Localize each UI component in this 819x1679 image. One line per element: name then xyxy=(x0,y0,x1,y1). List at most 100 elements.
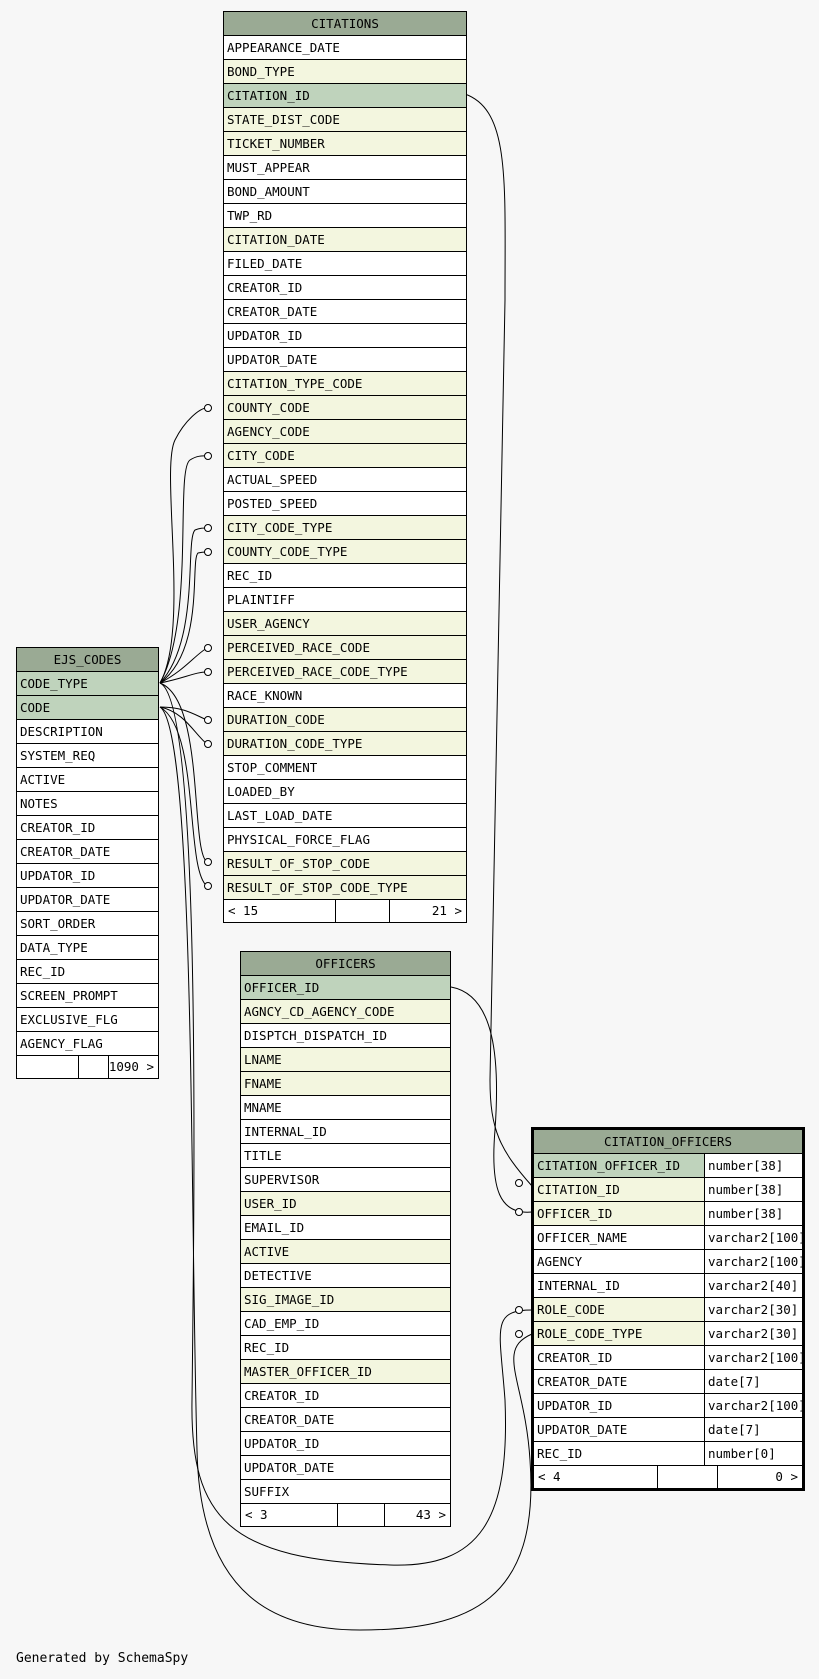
column-row[interactable]: TITLE xyxy=(241,1144,450,1168)
column-row[interactable]: PLAINTIFF xyxy=(224,588,466,612)
column-row[interactable]: UPDATOR_ID xyxy=(17,864,158,888)
column-row[interactable]: SYSTEM_REQ xyxy=(17,744,158,768)
column-row[interactable]: ACTIVE xyxy=(241,1240,450,1264)
column-row[interactable]: CITATION_ID xyxy=(224,84,466,108)
column-row[interactable]: CODE_TYPE xyxy=(17,672,158,696)
column-row[interactable]: AGNCY_CD_AGENCY_CODE xyxy=(241,1000,450,1024)
column-row[interactable]: DURATION_CODE xyxy=(224,708,466,732)
column-row[interactable]: REC_ID xyxy=(241,1336,450,1360)
column-row[interactable]: CREATOR_ID xyxy=(241,1384,450,1408)
column-row[interactable]: FILED_DATE xyxy=(224,252,466,276)
column-row[interactable]: DURATION_CODE_TYPE xyxy=(224,732,466,756)
column-row[interactable]: USER_ID xyxy=(241,1192,450,1216)
column-row[interactable]: TWP_RD xyxy=(224,204,466,228)
column-row[interactable]: POSTED_SPEED xyxy=(224,492,466,516)
column-row[interactable]: RESULT_OF_STOP_CODE_TYPE xyxy=(224,876,466,900)
footer-parents-count[interactable]: < 15 xyxy=(228,903,259,918)
column-row[interactable]: EXCLUSIVE_FLG xyxy=(17,1008,158,1032)
column-row[interactable]: PHYSICAL_FORCE_FLAG xyxy=(224,828,466,852)
column-row[interactable]: INTERNAL_ID xyxy=(241,1120,450,1144)
column-row[interactable]: SUPERVISOR xyxy=(241,1168,450,1192)
column-row[interactable]: BOND_TYPE xyxy=(224,60,466,84)
column-row[interactable]: SIG_IMAGE_ID xyxy=(241,1288,450,1312)
column-row[interactable]: UPDATOR_DATE xyxy=(17,888,158,912)
column-row[interactable]: REC_ID xyxy=(17,960,158,984)
column-row[interactable]: COUNTY_CODE_TYPE xyxy=(224,540,466,564)
column-row[interactable]: ACTIVE xyxy=(17,768,158,792)
column-row[interactable]: REC_ID xyxy=(224,564,466,588)
column-row[interactable]: APPEARANCE_DATE xyxy=(224,36,466,60)
column-row[interactable]: CREATOR_DATE xyxy=(241,1408,450,1432)
column-row[interactable]: STATE_DIST_CODE xyxy=(224,108,466,132)
column-row[interactable]: USER_AGENCY xyxy=(224,612,466,636)
column-row[interactable]: CODE xyxy=(17,696,158,720)
column-row[interactable]: SCREEN_PROMPT xyxy=(17,984,158,1008)
column-row[interactable]: NOTES xyxy=(17,792,158,816)
column-row[interactable]: CITATION_DATE xyxy=(224,228,466,252)
column-row[interactable]: CITATION_TYPE_CODE xyxy=(224,372,466,396)
column-row[interactable]: FNAME xyxy=(241,1072,450,1096)
column-row[interactable]: AGENCY_FLAG xyxy=(17,1032,158,1056)
column-row[interactable]: DISPTCH_DISPATCH_ID xyxy=(241,1024,450,1048)
footer-parents-count[interactable]: < 3 xyxy=(245,1507,268,1522)
column-row[interactable]: UPDATOR_DATE xyxy=(224,348,466,372)
footer-parents-count[interactable]: < 4 xyxy=(538,1469,561,1484)
column-row[interactable]: RESULT_OF_STOP_CODE xyxy=(224,852,466,876)
column-row[interactable]: OFFICER_ID xyxy=(241,976,450,1000)
footer-children-count[interactable]: 1090 > xyxy=(108,1059,154,1074)
column-row[interactable]: RACE_KNOWN xyxy=(224,684,466,708)
column-row[interactable]: PERCEIVED_RACE_CODE_TYPE xyxy=(224,660,466,684)
footer-parents-count[interactable] xyxy=(17,1056,78,1078)
column-row[interactable]: SORT_ORDER xyxy=(17,912,158,936)
column-row[interactable]: DESCRIPTION xyxy=(17,720,158,744)
column-row[interactable]: DATA_TYPE xyxy=(17,936,158,960)
column-row[interactable]: MASTER_OFFICER_ID xyxy=(241,1360,450,1384)
column-row[interactable]: LAST_LOAD_DATE xyxy=(224,804,466,828)
column-row[interactable]: MUST_APPEAR xyxy=(224,156,466,180)
column-row[interactable]: ACTUAL_SPEED xyxy=(224,468,466,492)
column-row[interactable]: UPDATOR_DATE xyxy=(241,1456,450,1480)
column-row[interactable]: CITY_CODE_TYPE xyxy=(224,516,466,540)
column-row[interactable]: MNAME xyxy=(241,1096,450,1120)
column-row[interactable]: DETECTIVE xyxy=(241,1264,450,1288)
column-row[interactable]: CREATOR_DATE xyxy=(17,840,158,864)
column-row[interactable]: LOADED_BY xyxy=(224,780,466,804)
column-row[interactable]: STOP_COMMENT xyxy=(224,756,466,780)
column-row[interactable]: LNAME xyxy=(241,1048,450,1072)
column-row[interactable]: AGENCY_CODE xyxy=(224,420,466,444)
column-row[interactable]: CITY_CODE xyxy=(224,444,466,468)
column-row[interactable]: PERCEIVED_RACE_CODE xyxy=(224,636,466,660)
column-row[interactable]: CAD_EMP_ID xyxy=(241,1312,450,1336)
footer-children-count[interactable]: 21 > xyxy=(431,903,462,918)
column-row[interactable]: CREATOR_ID xyxy=(17,816,158,840)
column-row[interactable]: EMAIL_ID xyxy=(241,1216,450,1240)
rel-end-perceived-race-code-type xyxy=(204,668,212,676)
column-row[interactable]: CREATOR_DATE xyxy=(224,300,466,324)
column-row[interactable]: TICKET_NUMBER xyxy=(224,132,466,156)
footer-children-count[interactable]: 43 > xyxy=(415,1507,446,1522)
column-row[interactable]: COUNTY_CODE xyxy=(224,396,466,420)
column-row[interactable]: SUFFIX xyxy=(241,1480,450,1504)
column-row[interactable]: CREATOR_ID xyxy=(224,276,466,300)
column-row[interactable]: BOND_AMOUNT xyxy=(224,180,466,204)
column-row[interactable]: UPDATOR_ID xyxy=(241,1432,450,1456)
column-row[interactable]: UPDATOR_ID xyxy=(224,324,466,348)
footer-children-count[interactable]: 0 > xyxy=(775,1469,798,1484)
